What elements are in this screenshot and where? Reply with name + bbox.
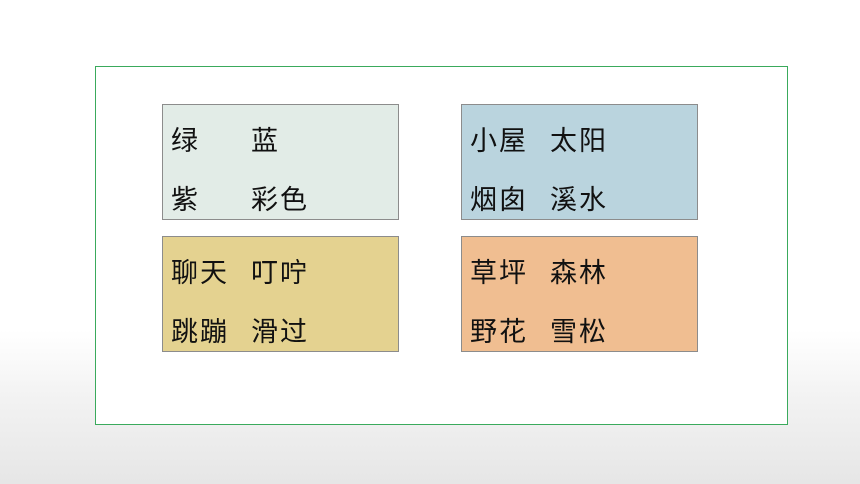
word-card-nature: 草坪 森林 野花 雪松 <box>461 236 698 352</box>
word: 草坪 <box>470 258 528 289</box>
word-row: 野花 雪松 <box>470 317 606 348</box>
word: 叮咛 <box>251 258 309 289</box>
word: 雪松 <box>550 317 608 348</box>
word-card-house: 小屋 太阳 烟囱 溪水 <box>461 104 698 220</box>
word: 溪水 <box>550 185 608 216</box>
word-row: 绿 蓝 <box>171 126 278 157</box>
word: 聊天 <box>171 258 229 289</box>
word: 蓝 <box>251 126 280 157</box>
word: 太阳 <box>550 126 608 157</box>
word-row: 聊天 叮咛 <box>171 258 307 289</box>
word-row: 小屋 太阳 <box>470 126 606 157</box>
word-card-verbs: 聊天 叮咛 跳蹦 滑过 <box>162 236 399 352</box>
word-row: 跳蹦 滑过 <box>171 317 307 348</box>
word: 绿 <box>171 126 200 157</box>
word-row: 紫 彩色 <box>171 185 307 216</box>
word: 滑过 <box>251 317 309 348</box>
word: 森林 <box>550 258 608 289</box>
word: 跳蹦 <box>171 317 229 348</box>
word: 紫 <box>171 185 200 216</box>
word: 小屋 <box>470 126 528 157</box>
word: 烟囱 <box>470 185 528 216</box>
word: 野花 <box>470 317 528 348</box>
word: 彩色 <box>251 185 309 216</box>
word-row: 烟囱 溪水 <box>470 185 606 216</box>
word-card-colors: 绿 蓝 紫 彩色 <box>162 104 399 220</box>
word-row: 草坪 森林 <box>470 258 606 289</box>
